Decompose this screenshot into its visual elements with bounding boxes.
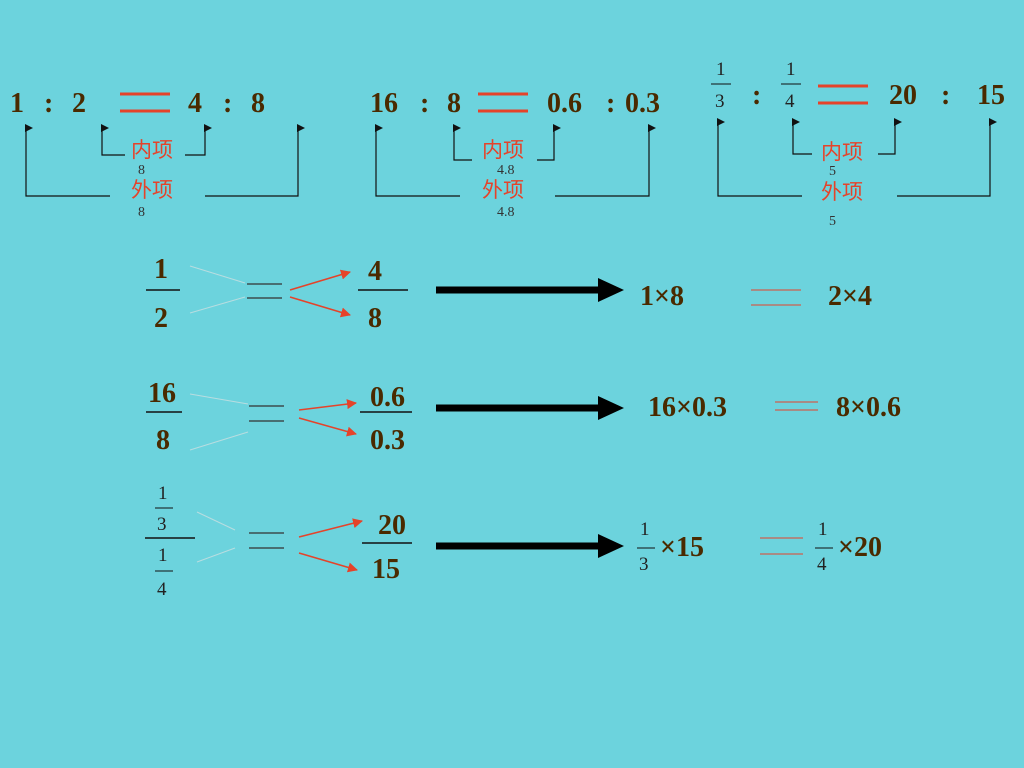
equals-res-r3 xyxy=(760,537,803,555)
p2-outer-label: 外项 xyxy=(482,178,524,202)
p3-b-den: 4 xyxy=(785,91,795,112)
p3-outer-val: 5 xyxy=(829,214,836,229)
p3-inner-val: 5 xyxy=(829,164,836,179)
equals-res-r1 xyxy=(751,289,801,306)
equals-sign-1 xyxy=(120,92,170,113)
p2-c: 0.6 xyxy=(547,88,582,119)
p2-inner-val: 4.8 xyxy=(497,163,515,178)
p1-b: 2 xyxy=(72,88,86,119)
big-arrow-r1 xyxy=(436,278,624,302)
r1-right-den: 8 xyxy=(368,303,382,334)
big-arrow-r3 xyxy=(436,534,624,558)
equals-sign-3 xyxy=(818,84,868,105)
bracket-lines-3 xyxy=(717,118,997,197)
p2-d: 0.3 xyxy=(625,88,660,119)
r1-right-num: 4 xyxy=(368,256,382,287)
p2-outer-val: 4.8 xyxy=(497,205,515,220)
r3-left-den-den: 4 xyxy=(157,579,167,600)
p1-inner-label: 内项 xyxy=(131,138,173,162)
faint-lines-r2 xyxy=(189,393,249,451)
p2-colon2: : xyxy=(606,88,616,119)
p1-inner-val: 8 xyxy=(138,163,145,178)
p3-inner-label: 内项 xyxy=(821,140,863,164)
p1-d: 8 xyxy=(251,88,265,119)
r2-left-den: 8 xyxy=(156,425,170,456)
r2-right-den: 0.3 xyxy=(370,425,405,456)
p3-b-num: 1 xyxy=(786,59,796,80)
r3-res-left-num: 1 xyxy=(640,519,650,540)
faint-lines-r3 xyxy=(196,511,236,563)
red-arrows-r1 xyxy=(289,269,351,318)
p3-outer-label: 外项 xyxy=(821,180,863,204)
r2-result-right: 8×0.6 xyxy=(836,392,901,423)
r1-left-num: 1 xyxy=(154,254,168,285)
red-arrows-r2 xyxy=(298,399,357,437)
p2-colon1: : xyxy=(420,88,430,119)
p2-b: 8 xyxy=(447,88,461,119)
p1-outer-val: 8 xyxy=(138,205,145,220)
r3-res-right-den: 4 xyxy=(817,554,827,575)
equals-sign-2 xyxy=(478,92,528,113)
p3-a-den: 3 xyxy=(715,91,725,112)
r1-left-den: 2 xyxy=(154,303,168,334)
r2-left-num: 16 xyxy=(148,378,176,409)
p1-outer-label: 外项 xyxy=(131,178,173,202)
p1-a: 1 xyxy=(10,88,24,119)
equals-r3 xyxy=(249,532,284,549)
r1-result-right: 2×4 xyxy=(828,281,872,312)
p3-a-num: 1 xyxy=(716,59,726,80)
equals-r1 xyxy=(247,283,282,299)
equals-r2 xyxy=(249,405,284,422)
p3-colon2: : xyxy=(941,80,951,111)
r3-res-right-tail: ×20 xyxy=(838,532,882,563)
red-arrows-r3 xyxy=(298,518,363,573)
r3-left-den-num: 1 xyxy=(158,545,168,566)
bracket-lines-1 xyxy=(25,124,305,197)
r3-res-right-num: 1 xyxy=(818,519,828,540)
p3-colon1: : xyxy=(752,80,762,111)
p3-d: 15 xyxy=(977,80,1005,111)
r3-res-left-den: 3 xyxy=(639,554,649,575)
bracket-lines-2 xyxy=(375,124,656,197)
r2-result-left: 16×0.3 xyxy=(648,392,727,423)
faint-lines-r1 xyxy=(189,265,246,314)
p3-c: 20 xyxy=(889,80,917,111)
equals-res-r2 xyxy=(775,401,818,411)
r3-left-num-num: 1 xyxy=(158,483,168,504)
p1-colon2: : xyxy=(223,88,233,119)
r3-right-den: 15 xyxy=(372,554,400,585)
r1-result-left: 1×8 xyxy=(640,281,684,312)
r2-right-num: 0.6 xyxy=(370,382,405,413)
p1-c: 4 xyxy=(188,88,202,119)
p1-colon1: : xyxy=(44,88,54,119)
r3-right-num: 20 xyxy=(378,510,406,541)
big-arrow-r2 xyxy=(436,396,624,420)
r3-res-left-tail: ×15 xyxy=(660,532,704,563)
p2-inner-label: 内项 xyxy=(482,138,524,162)
r3-left-num-den: 3 xyxy=(157,514,167,535)
p2-a: 16 xyxy=(370,88,398,119)
